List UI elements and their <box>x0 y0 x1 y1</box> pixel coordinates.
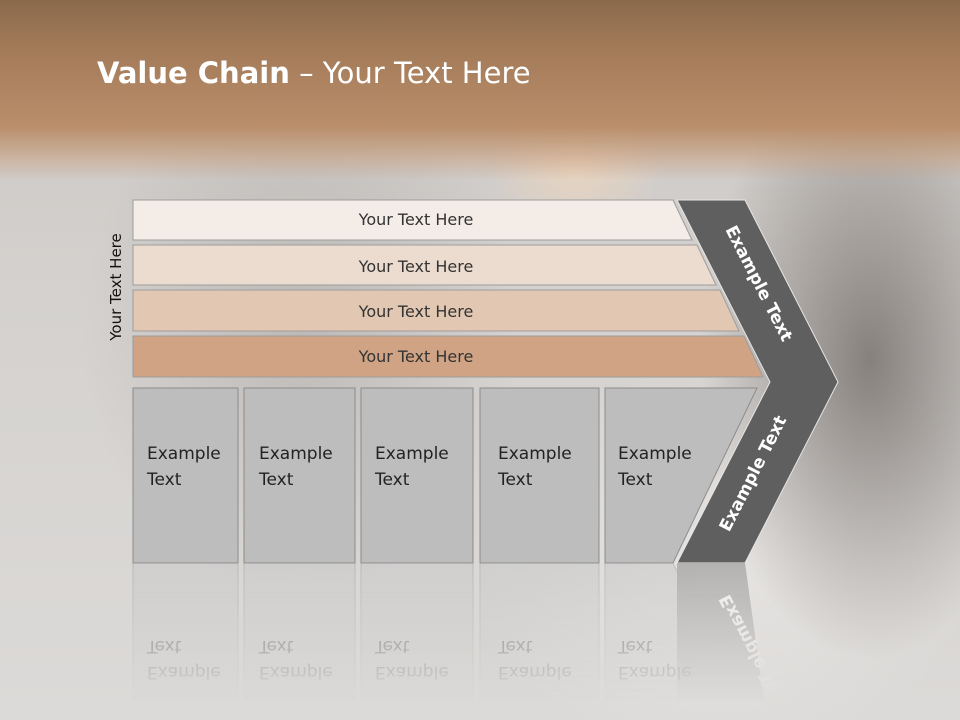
reflection-box-2 <box>243 562 356 720</box>
box-5-line2: Text <box>617 470 653 490</box>
bar-3-shape <box>132 289 740 332</box>
reflection-box-3-line2: Text <box>374 636 410 656</box>
box-3-line1: Example <box>375 444 449 464</box>
box-4: Example Text <box>479 387 600 564</box>
bar-3: Your Text Here <box>132 289 740 332</box>
box-4-line2: Text <box>497 470 533 490</box>
box-4-line1: Example <box>498 444 572 464</box>
reflection-box-1-line1: Example <box>147 662 221 682</box>
box-2-line1: Example <box>259 444 333 464</box>
title-bold: Value Chain <box>97 56 290 90</box>
box-1-line1: Example <box>147 444 221 464</box>
box-2-line2: Text <box>258 470 294 490</box>
bar-2: Your Text Here <box>132 244 717 286</box>
box-4-shape <box>479 387 600 564</box>
box-1-shape <box>132 387 239 564</box>
box-2: Example Text <box>243 387 356 564</box>
box-5: Example Text <box>604 387 758 564</box>
reflection-box-3 <box>360 562 474 720</box>
bar-4-shape <box>132 335 764 378</box>
box-3-shape <box>360 387 474 564</box>
reflection-box-5-line1: Example <box>618 662 692 682</box>
box-1: Example Text <box>132 387 239 564</box>
reflection-chevron <box>677 563 767 720</box>
bar-3-label: Your Text Here <box>358 302 474 321</box>
header-band <box>0 0 960 180</box>
reflection-box-2-line1: Example <box>259 662 333 682</box>
bar-1: Your Text Here <box>132 199 693 241</box>
reflection: Example Text Example Text Example Text E… <box>132 562 791 720</box>
reflection-box-1 <box>132 562 239 720</box>
reflection-box-2-line2: Text <box>258 636 294 656</box>
box-2-shape <box>243 387 356 564</box>
reflection-box-5-line2: Text <box>617 636 653 656</box>
reflection-box-4 <box>479 562 600 720</box>
slide-title: Value Chain – Your Text Here <box>97 56 531 90</box>
box-3-line2: Text <box>374 470 410 490</box>
bar-1-shape <box>132 199 693 241</box>
reflection-box-1-line2: Text <box>146 636 182 656</box>
bar-2-label: Your Text Here <box>358 257 474 276</box>
bar-4-label: Your Text Here <box>358 347 474 366</box>
bar-1-label: Your Text Here <box>358 210 474 229</box>
title-rest: – Your Text Here <box>289 56 531 90</box>
reflection-box-3-line1: Example <box>375 662 449 682</box>
reflection-box-4-line2: Text <box>497 636 533 656</box>
box-1-line2: Text <box>146 470 182 490</box>
box-3: Example Text <box>360 387 474 564</box>
box-5-line1: Example <box>618 444 692 464</box>
reflection-box-4-line1: Example <box>498 662 572 682</box>
bar-4: Your Text Here <box>132 335 764 378</box>
reflection-content: Example Text Example Text Example Text E… <box>132 562 791 720</box>
bar-2-shape <box>132 244 717 286</box>
